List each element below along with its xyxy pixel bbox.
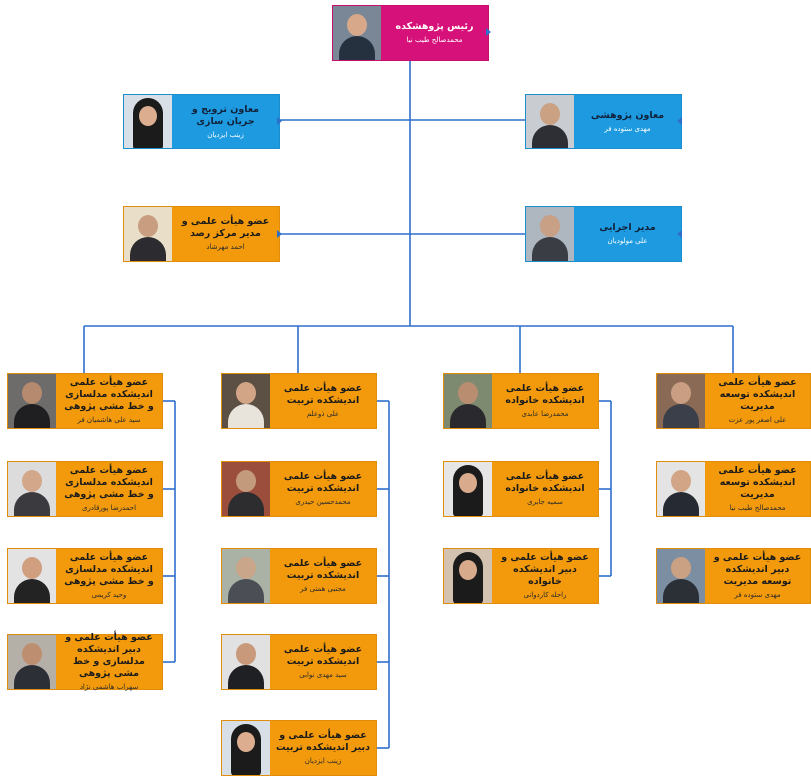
col4-member-2: عضو هیأت علمی اندیشکده توسعه مدیریت محمدص… <box>656 461 811 517</box>
arrow-head <box>277 117 282 125</box>
observatory-photo <box>124 207 172 261</box>
member-photo <box>222 721 270 775</box>
arrow-head <box>277 230 282 238</box>
member-title: عضو هیأت علمی اندیشکده تربیت <box>283 471 363 494</box>
director-photo <box>333 6 381 60</box>
member-title: عضو هیأت علمی اندیشکده توسعه مدیریت <box>718 465 797 500</box>
col1-member-2: عضو هیأت علمی اندیشکده مدلسازی و خط مشی … <box>7 461 163 517</box>
member-title: عضو هیأت علمی اندیشکده مدلسازی و خط مشی … <box>64 377 154 412</box>
member-photo <box>8 549 56 603</box>
col2-member-1: عضو هیأت علمی اندیشکده تربیت علی ذوعلم <box>221 373 377 429</box>
member-photo <box>8 462 56 516</box>
col1-member-1: عضو هیأت علمی اندیشکده مدلسازی و خط مشی … <box>7 373 163 429</box>
executive-box: مدیر اجرایی علی مولودیان <box>525 206 682 262</box>
member-title: عضو هیأت علمی اندیشکده توسعه مدیریت <box>718 377 797 412</box>
arrow-head <box>486 28 491 36</box>
member-title: عضو هیأت علمی اندیشکده مدلسازی و خط مشی … <box>64 552 154 587</box>
col3-member-1: عضو هیأت علمی اندیشکده خانواده محمدرضا عا… <box>443 373 599 429</box>
member-title: عضو هیأت علمی اندیشکده خانواده <box>505 383 585 406</box>
member-name: محمدرضا عابدی <box>521 410 569 418</box>
member-name: علی اصغر پور عزت <box>728 416 787 424</box>
member-name: سید علی هاشمیان فر <box>77 416 141 424</box>
member-name: مهدی ستوده فر <box>734 591 781 599</box>
member-title: عضو هیأت علمی اندیشکده تربیت <box>283 558 363 581</box>
col2-member-2: عضو هیأت علمی اندیشکده تربیت محمدحسین حید… <box>221 461 377 517</box>
col1-member-4: عضو هیأت علمی و دبیر اندیشکده مدلسازی و … <box>7 632 163 691</box>
deputy-research-box: معاون پژوهشی مهدی ستوده فر <box>525 94 682 149</box>
member-name: محمدصالح طیب نیا <box>729 504 786 512</box>
executive-title: مدیر اجرایی <box>599 222 656 233</box>
col1-member-3: عضو هیأت علمی اندیشکده مدلسازی و خط مشی … <box>7 548 163 604</box>
deputy-research-photo <box>526 95 574 148</box>
member-photo <box>222 635 270 689</box>
member-photo <box>444 374 492 428</box>
member-photo <box>8 635 56 689</box>
deputy-promotion-title: معاون ترویج و جریان سازی <box>191 103 260 127</box>
member-name: زینب ایزدیان <box>304 757 342 765</box>
member-title: عضو هیأت علمی اندیشکده تربیت <box>283 383 363 406</box>
member-title: عضو هیأت علمی اندیشکده مدلسازی و خط مشی … <box>64 465 154 500</box>
member-title: عضو هیأت علمی و دبیر اندیشکده تربیت <box>276 730 370 753</box>
col2-member-4: عضو هیأت علمی اندیشکده تربیت سید مهدی نوا… <box>221 634 377 690</box>
member-title: عضو هیأت علمی و دبیر اندیشکده خانواده <box>501 552 589 587</box>
member-photo <box>444 462 492 516</box>
col4-member-1: عضو هیأت علمی اندیشکده توسعه مدیریت علی ا… <box>656 373 811 429</box>
director-box: رئیس پژوهشکده محمدصالح طیب نیا <box>332 5 489 61</box>
member-name: علی ذوعلم <box>306 410 340 418</box>
member-title: عضو هیأت علمی و دبیر اندیشکده مدلسازی و … <box>65 632 153 679</box>
member-name: سید مهدی نوابی <box>299 671 347 679</box>
member-title: عضو هیأت علمی و دبیر اندیشکده توسعه مدیر… <box>713 552 802 587</box>
member-photo <box>222 549 270 603</box>
member-photo <box>657 374 705 428</box>
member-name: سمیه جابری <box>527 498 563 506</box>
member-photo <box>657 462 705 516</box>
col4-member-3: عضو هیأت علمی و دبیر اندیشکده توسعه مدیر… <box>656 548 811 604</box>
col2-member-5: عضو هیأت علمی و دبیر اندیشکده تربیت زینب … <box>221 720 377 776</box>
member-name: احمدرضا پورقادری <box>81 504 137 512</box>
member-name: وحید کریمی <box>91 591 127 599</box>
observatory-name: احمد مهرشاد <box>206 243 245 251</box>
deputy-research-name: مهدی ستوده فر <box>604 124 651 133</box>
col3-member-2: عضو هیأت علمی اندیشکده خانواده سمیه جابری <box>443 461 599 517</box>
col3-member-3: عضو هیأت علمی و دبیر اندیشکده خانواده راح… <box>443 548 599 604</box>
member-photo <box>444 549 492 603</box>
arrow-head <box>677 230 682 238</box>
member-photo <box>657 549 705 603</box>
deputy-research-title: معاون پژوهشی <box>590 109 665 121</box>
member-name: مجتبی همتی فر <box>300 585 346 593</box>
executive-photo <box>526 207 574 261</box>
member-name: محمدحسین حیدری <box>295 498 351 506</box>
observatory-title: عضو هیأت علمی و مدیر مرکز رصد <box>181 216 270 239</box>
executive-name: علی مولودیان <box>607 237 648 245</box>
deputy-promotion-name: زینب ایزدیان <box>207 130 244 139</box>
member-photo <box>222 462 270 516</box>
observatory-box: عضو هیأت علمی و مدیر مرکز رصد احمد مهرشاد <box>123 206 280 262</box>
director-title: رئیس پژوهشکده <box>395 21 474 32</box>
member-name: راحله کاردوانی <box>523 591 567 599</box>
member-photo <box>8 374 56 428</box>
deputy-promotion-photo <box>124 95 172 148</box>
director-name: محمدصالح طیب نیا <box>406 36 463 44</box>
member-photo <box>222 374 270 428</box>
deputy-promotion-box: معاون ترویج و جریان سازی زینب ایزدیان <box>123 94 280 149</box>
arrow-head <box>677 117 682 125</box>
col2-member-3: عضو هیأت علمی اندیشکده تربیت مجتبی همتی ف… <box>221 548 377 604</box>
member-name: سهراب هاشمی نژاد <box>79 683 139 691</box>
member-title: عضو هیأت علمی اندیشکده تربیت <box>283 644 363 667</box>
member-title: عضو هیأت علمی اندیشکده خانواده <box>505 471 585 494</box>
